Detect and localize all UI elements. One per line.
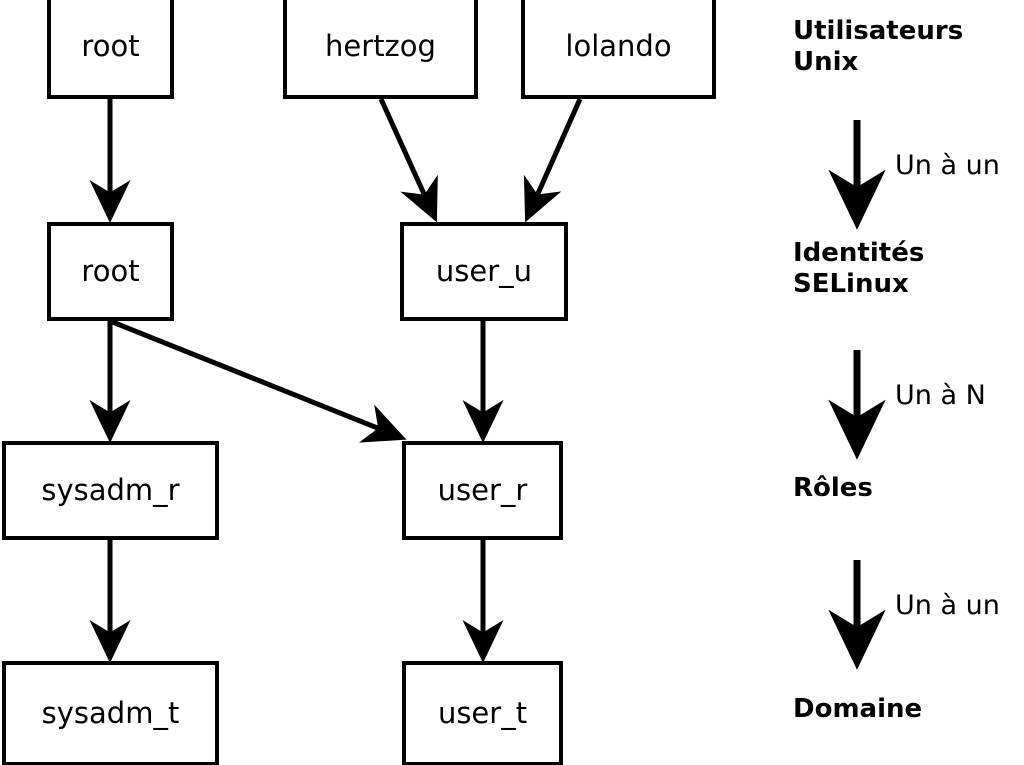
legend-arrow-2-label: Un à N xyxy=(895,380,986,411)
node-unix_root[interactable]: root xyxy=(47,0,174,99)
node-ident_user_u[interactable]: user_u xyxy=(400,222,568,321)
node-label: root xyxy=(81,254,140,288)
node-label: user_u xyxy=(435,254,533,288)
legend-label-line: Identités xyxy=(793,238,925,268)
legend-label-line: Rôles xyxy=(793,473,873,503)
node-label: root xyxy=(81,29,140,63)
legend-label-roles: Rôles xyxy=(793,473,873,504)
node-role_user[interactable]: user_r xyxy=(402,441,563,540)
node-unix_hertzog[interactable]: hertzog xyxy=(283,0,478,99)
node-label: user_t xyxy=(437,696,528,730)
node-label: sysadm_r xyxy=(41,473,180,507)
edge-unix_hertzog-to-ident_user_u xyxy=(378,97,438,223)
node-role_sysadm[interactable]: sysadm_r xyxy=(2,441,219,540)
node-unix_lolando[interactable]: lolando xyxy=(521,0,716,99)
edge-unix_lolando-to-ident_user_u xyxy=(523,97,583,223)
legend-arrow-3-label: Un à un xyxy=(895,590,1000,621)
node-label: user_r xyxy=(437,473,528,507)
legend-arrow-1-label: Un à un xyxy=(895,150,1000,181)
node-dom_user[interactable]: user_t xyxy=(402,661,563,765)
legend-label-line: Utilisateurs xyxy=(793,16,964,46)
legend-label-line: Unix xyxy=(793,47,859,77)
node-label: sysadm_t xyxy=(41,696,180,730)
legend-label-line: SELinux xyxy=(793,269,909,299)
node-dom_sysadm[interactable]: sysadm_t xyxy=(2,661,219,765)
node-label: hertzog xyxy=(325,29,436,63)
legend-label-domains: Domaine xyxy=(793,694,922,725)
edge-ident_root-to-role_user xyxy=(109,318,407,443)
node-connectors xyxy=(89,97,583,664)
node-ident_root[interactable]: root xyxy=(47,222,174,321)
legend-label-line: Domaine xyxy=(793,694,923,724)
node-label: lolando xyxy=(565,29,672,63)
